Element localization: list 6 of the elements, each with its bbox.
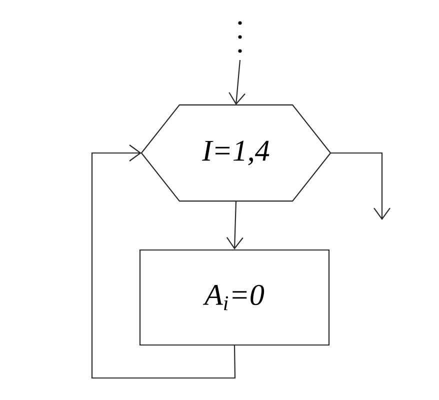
- process-box: A$_{i}$=0: [139, 249, 330, 346]
- arrow: [226, 201, 244, 250]
- arrow: [228, 60, 246, 105]
- arrow: [330, 152, 390, 220]
- arrow: [91, 144, 236, 379]
- loop-hexagon: I=1,4: [140, 104, 332, 202]
